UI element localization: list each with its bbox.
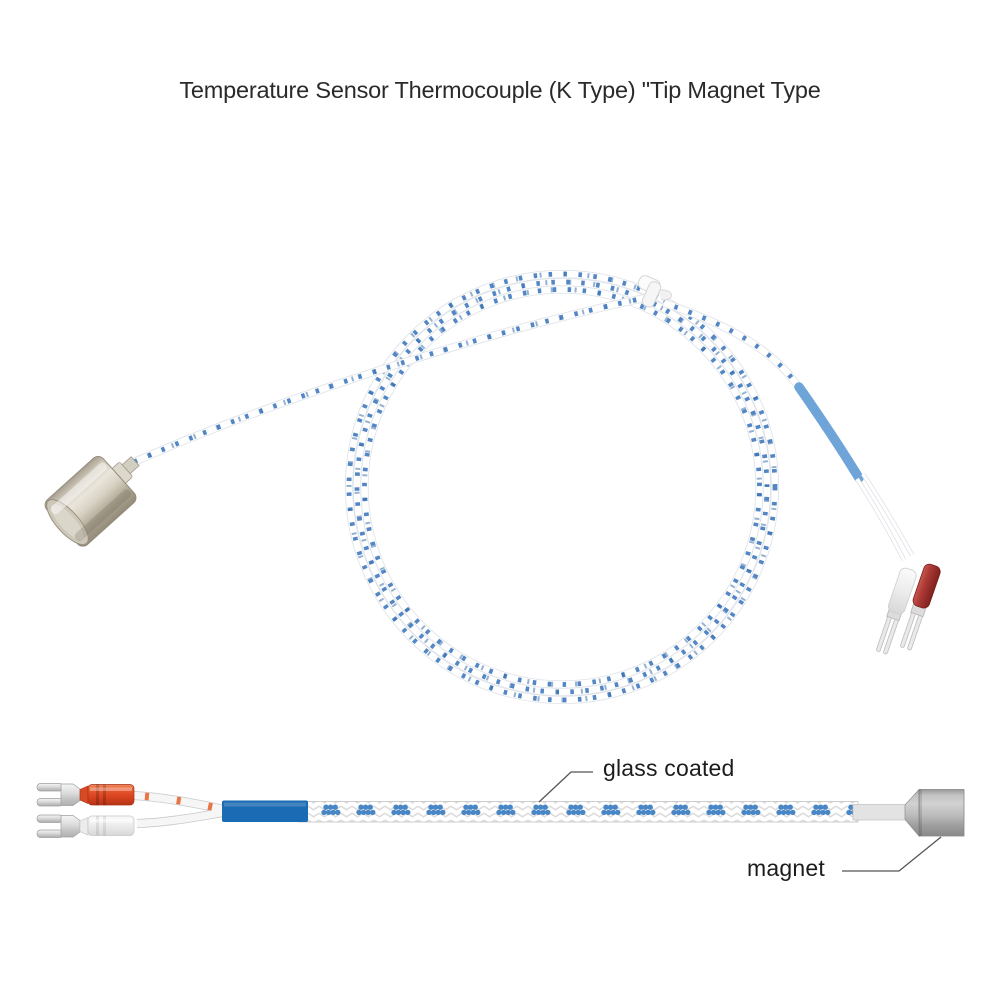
product-diagram (36, 771, 965, 872)
fork-terminal-red-photo (900, 563, 941, 651)
magnet-tip-diagram (852, 788, 965, 837)
glass-coated-label: glass coated (603, 755, 735, 781)
magnet-callout-line (842, 836, 942, 872)
fork-terminals-photo (876, 563, 941, 655)
fork-terminal-white-diagram (36, 814, 135, 838)
fork-terminal-red-diagram (36, 783, 135, 807)
cable-tie (637, 275, 672, 308)
diagram-lead-wires (132, 791, 227, 828)
cable-lead-to-terminals (662, 299, 915, 562)
cable-coil (344, 269, 780, 705)
glass-coated-braid (297, 801, 859, 823)
blue-sleeve-highlight (224, 802, 306, 807)
magnet-tip-photo (44, 456, 140, 547)
product-photo (44, 269, 941, 705)
fork-terminal-white-photo (876, 567, 917, 655)
magnet-label: magnet (747, 855, 825, 881)
blue-heat-shrink (794, 382, 864, 483)
cable-lead-to-magnet (132, 291, 655, 466)
glass-coated-callout-line (538, 771, 593, 803)
page-title: Temperature Sensor Thermocouple (K Type)… (179, 77, 821, 103)
blue-sleeve (222, 800, 308, 822)
striped-positive-wire (132, 791, 227, 814)
